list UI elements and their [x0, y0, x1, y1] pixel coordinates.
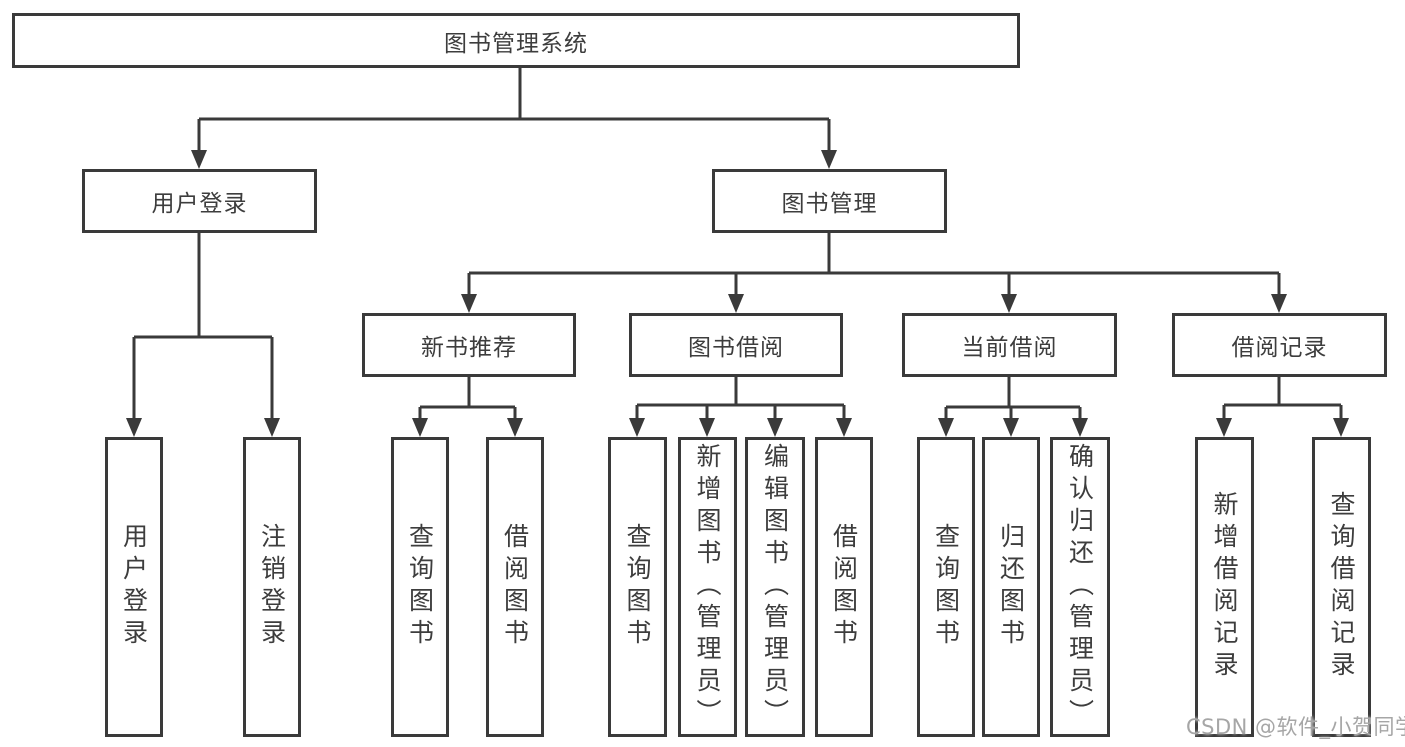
node-borrow-records: 借阅记录: [1172, 313, 1387, 377]
leaf-borrowing-query-books: 查询图书: [608, 437, 667, 737]
node-root: 图书管理系统: [12, 13, 1020, 68]
tree-edges: [132, 68, 1343, 419]
leaf-logout: 注销登录: [243, 437, 301, 737]
leaf-records-add-record-label: 新增借阅记录: [1210, 491, 1239, 683]
node-book-management-label: 图书管理: [781, 191, 878, 217]
leaf-recommend-query-books-label: 查询图书: [405, 523, 435, 651]
leaf-logout-label: 注销登录: [257, 523, 287, 651]
leaf-borrowing-edit-books-label: 编辑图书（管理员）: [760, 443, 790, 731]
leaf-current-return-books: 归还图书: [982, 437, 1040, 737]
leaf-records-query-record: 查询借阅记录: [1312, 437, 1371, 737]
node-new-book-recommend: 新书推荐: [362, 313, 576, 377]
leaf-borrowing-borrow-books-label: 借阅图书: [829, 523, 859, 651]
leaf-borrowing-add-books-label: 新增图书（管理员）: [693, 443, 722, 731]
node-current-borrowing-label: 当前借阅: [961, 335, 1058, 361]
leaf-current-confirm-return: 确认归还（管理员）: [1050, 437, 1110, 737]
leaf-records-query-record-label: 查询借阅记录: [1327, 491, 1356, 683]
leaf-current-query-books-label: 查询图书: [931, 523, 961, 651]
leaf-current-return-books-label: 归还图书: [996, 523, 1026, 651]
node-book-borrowing-label: 图书借阅: [688, 335, 784, 361]
node-book-management: 图书管理: [712, 169, 947, 233]
leaf-current-query-books: 查询图书: [917, 437, 975, 737]
leaf-borrowing-add-books: 新增图书（管理员）: [678, 437, 737, 737]
leaf-borrowing-borrow-books: 借阅图书: [815, 437, 873, 737]
leaf-records-add-record: 新增借阅记录: [1195, 437, 1254, 737]
leaf-recommend-borrow-books: 借阅图书: [486, 437, 544, 737]
node-current-borrowing: 当前借阅: [902, 313, 1117, 377]
node-new-book-recommend-label: 新书推荐: [421, 335, 517, 361]
leaf-user-login-label: 用户登录: [119, 523, 149, 651]
node-user-login: 用户登录: [82, 169, 317, 233]
leaf-borrowing-query-books-label: 查询图书: [623, 523, 652, 651]
node-user-login-label: 用户登录: [151, 191, 248, 217]
csdn-watermark: CSDN @软件_小贺同学: [1186, 715, 1405, 739]
node-book-borrowing: 图书借阅: [629, 313, 843, 377]
node-root-label: 图书管理系统: [444, 30, 588, 57]
leaf-current-confirm-return-label: 确认归还（管理员）: [1065, 443, 1095, 731]
leaf-user-login: 用户登录: [105, 437, 163, 737]
leaf-borrowing-edit-books: 编辑图书（管理员）: [745, 437, 805, 737]
leaf-recommend-query-books: 查询图书: [391, 437, 449, 737]
node-borrow-records-label: 借阅记录: [1231, 335, 1328, 361]
leaf-recommend-borrow-books-label: 借阅图书: [500, 523, 530, 651]
